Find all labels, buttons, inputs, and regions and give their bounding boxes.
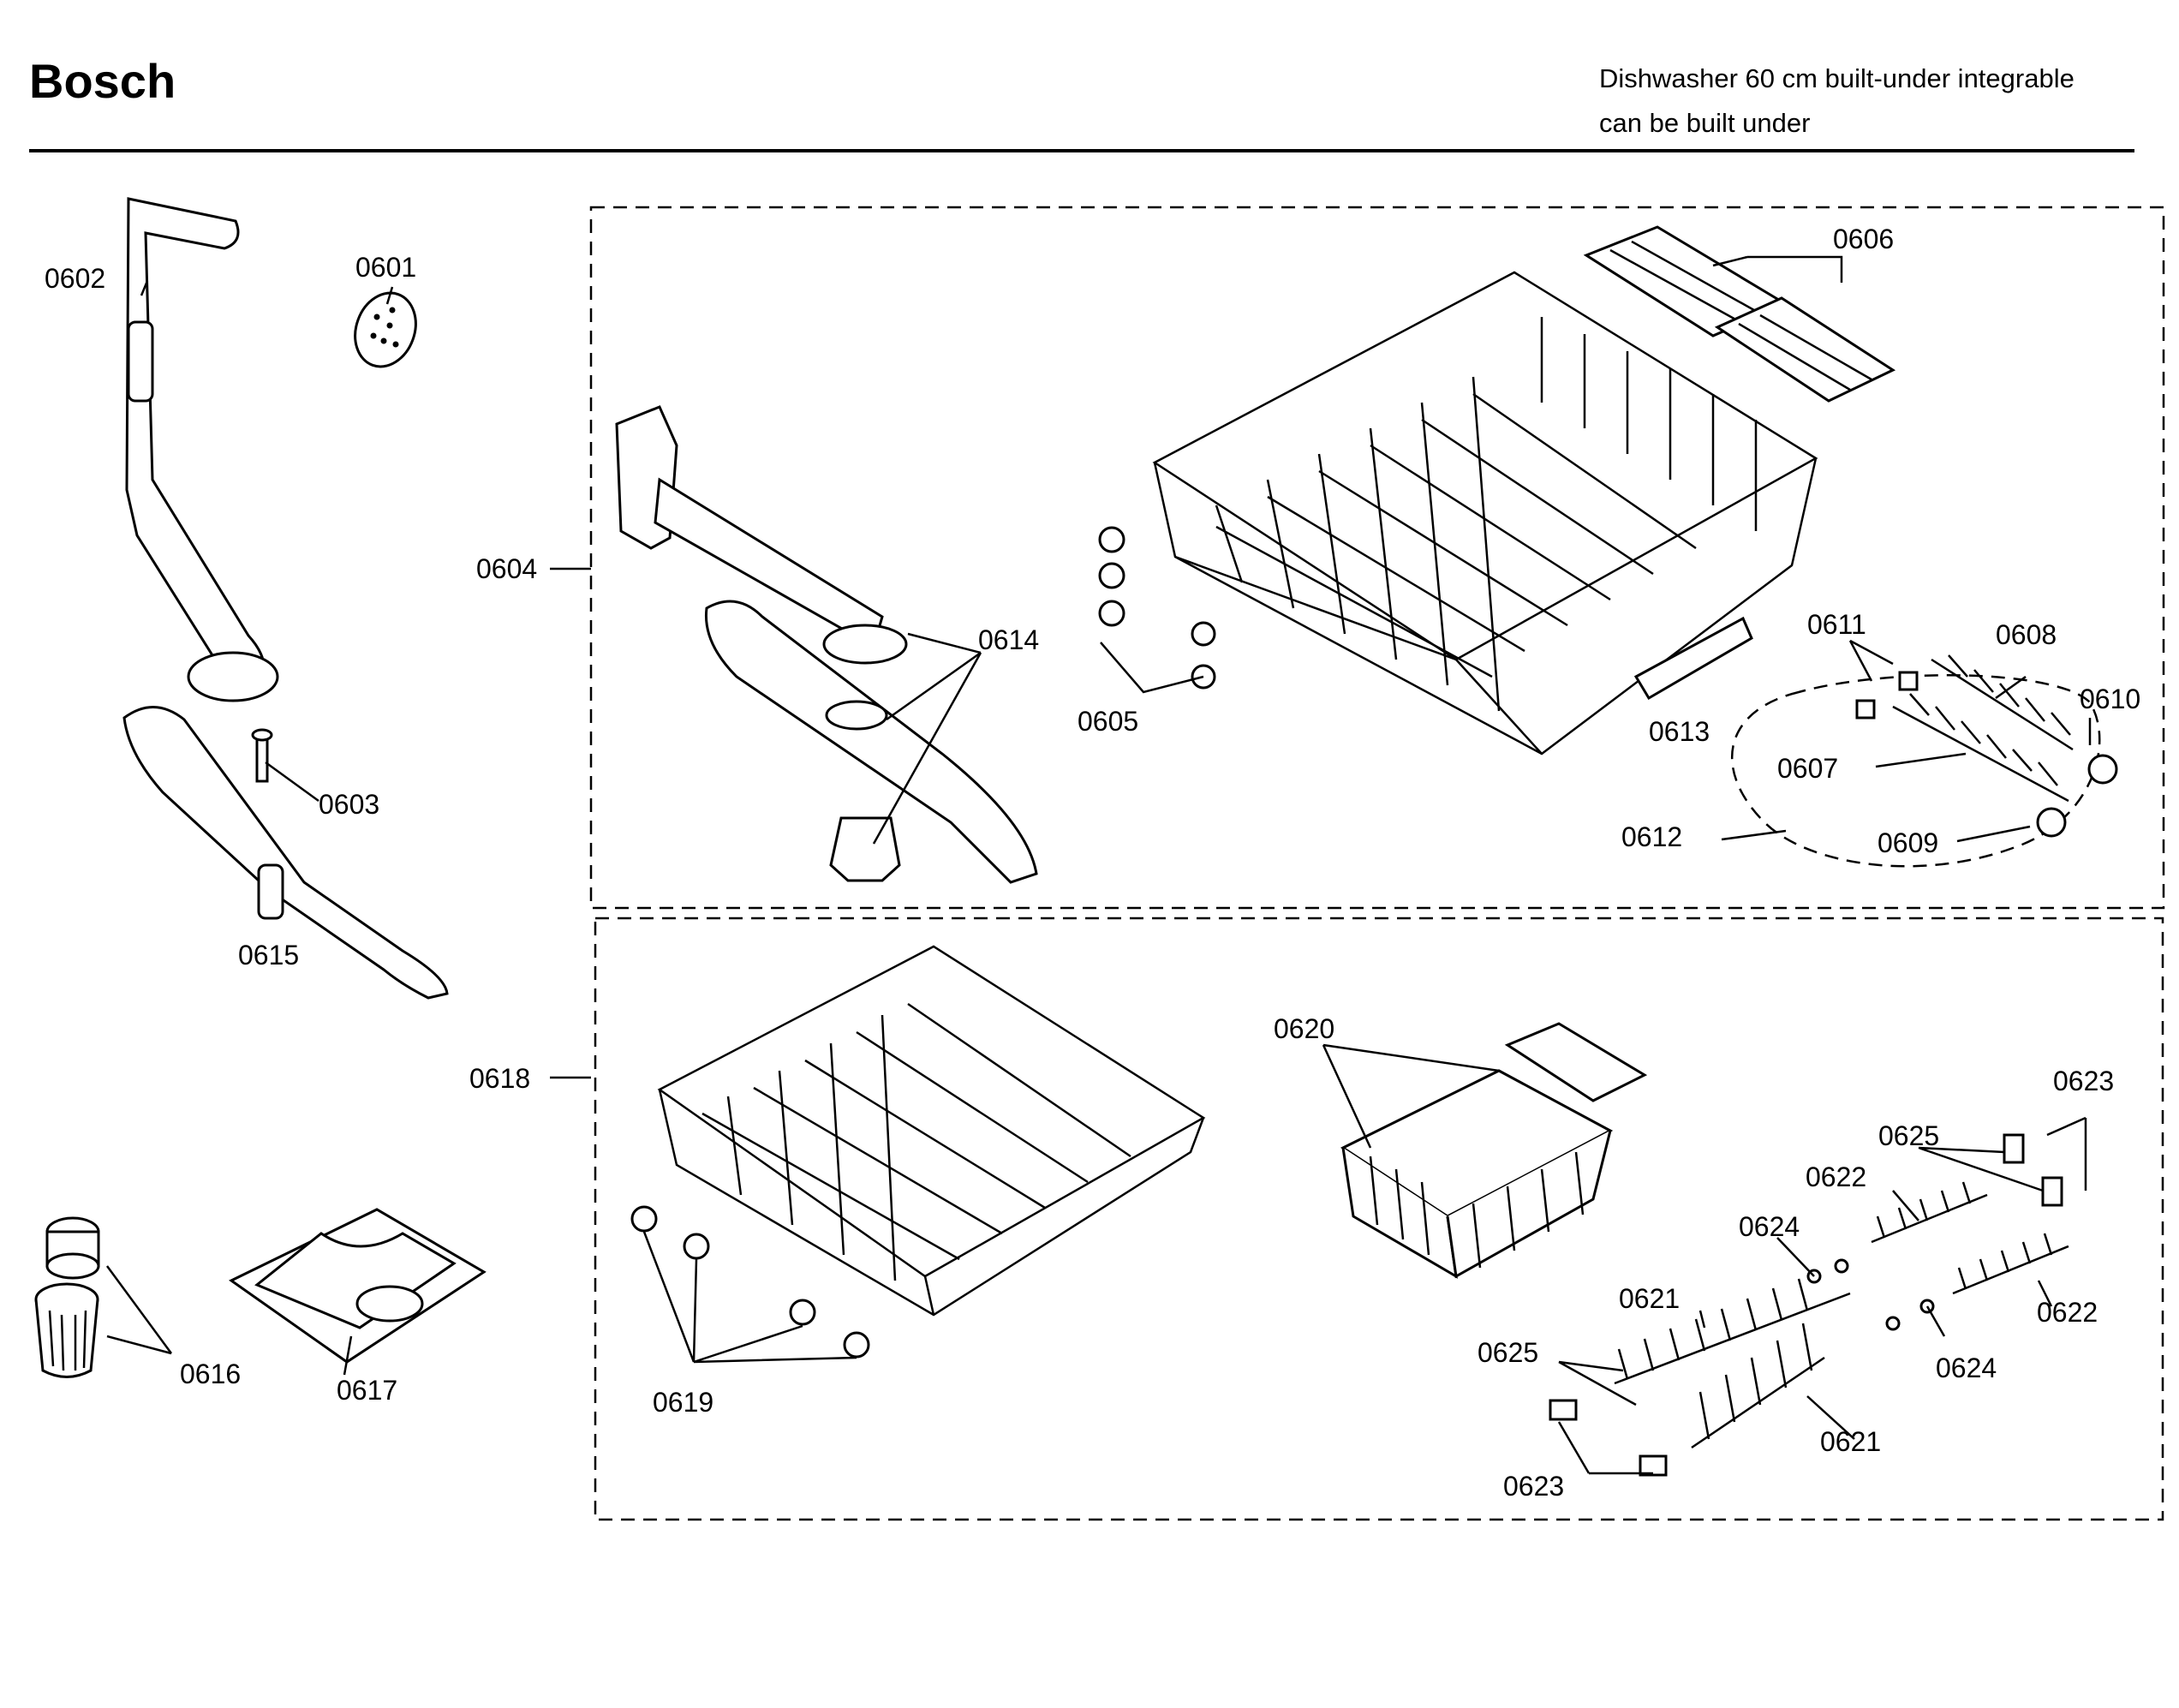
callout-0616: 0616 bbox=[180, 1359, 241, 1389]
upper-rollers-0605 bbox=[1098, 526, 1216, 690]
adjuster-knob-0609 bbox=[2036, 807, 2067, 838]
adjuster-knob-0610 bbox=[2087, 754, 2118, 785]
callout-0610: 0610 bbox=[2080, 684, 2140, 714]
callout-0621-lower: 0621 bbox=[1820, 1426, 1881, 1457]
callout-0621-upper: 0621 bbox=[1619, 1283, 1680, 1314]
callout-0622-upper: 0622 bbox=[1806, 1162, 1866, 1192]
callout-0611: 0611 bbox=[1807, 609, 1866, 640]
callout-0624-lower: 0624 bbox=[1936, 1353, 1997, 1383]
callout-0608: 0608 bbox=[1996, 619, 2057, 650]
tine-pins-0624 bbox=[1806, 1258, 1935, 1331]
lower-rack-assembly-box bbox=[594, 917, 2164, 1521]
callout-0619: 0619 bbox=[653, 1387, 713, 1418]
adjuster-strips-0607-0608 bbox=[1855, 654, 2074, 803]
product-description-line-2: can be built under bbox=[1599, 108, 1811, 138]
leader-lines bbox=[105, 255, 2092, 1475]
callout-0617: 0617 bbox=[337, 1375, 397, 1406]
callout-0614: 0614 bbox=[978, 624, 1039, 655]
callout-0612: 0612 bbox=[1621, 821, 1682, 852]
callout-0623-upper: 0623 bbox=[2053, 1066, 2114, 1096]
callout-0603: 0603 bbox=[319, 789, 379, 820]
callout-0622-lower: 0622 bbox=[2037, 1297, 2098, 1328]
screw-0603 bbox=[251, 728, 273, 783]
brand-title: Bosch bbox=[29, 54, 176, 108]
lower-spray-arm-0615 bbox=[122, 706, 449, 1000]
tine-clips-0623 bbox=[1549, 1133, 2063, 1477]
callout-labels: 0601 0602 0603 0604 0605 0606 0607 0608 … bbox=[45, 224, 2140, 1502]
callout-0607: 0607 bbox=[1777, 753, 1838, 784]
upper-rack-assembly-box bbox=[589, 206, 2165, 910]
upper-spray-assembly-0604 bbox=[615, 405, 1038, 884]
filter-cap-0601 bbox=[354, 291, 417, 368]
callout-0624-upper: 0624 bbox=[1739, 1211, 1800, 1242]
callout-0620: 0620 bbox=[1274, 1013, 1334, 1044]
product-description-line-1: Dishwasher 60 cm built-under integrable bbox=[1599, 63, 2075, 93]
callout-0602: 0602 bbox=[45, 263, 105, 294]
micro-filter-0616 bbox=[34, 1216, 100, 1378]
callout-0606: 0606 bbox=[1833, 224, 1894, 254]
flat-filter-0617 bbox=[229, 1208, 487, 1364]
callout-0618: 0618 bbox=[469, 1063, 530, 1094]
supply-pipe-0602 bbox=[125, 197, 279, 702]
lower-rollers-0619 bbox=[630, 1205, 870, 1359]
callout-0601: 0601 bbox=[355, 252, 416, 283]
lower-basket bbox=[657, 945, 1206, 1317]
cup-racks-0606 bbox=[1583, 225, 1896, 403]
callout-0625-upper: 0625 bbox=[1878, 1120, 1939, 1151]
header-rule bbox=[29, 149, 2134, 152]
callout-0623-lower: 0623 bbox=[1503, 1471, 1564, 1502]
callout-0604: 0604 bbox=[476, 553, 537, 584]
tine-rows-0622 bbox=[1871, 1181, 2069, 1295]
tine-rows-0621 bbox=[1614, 1278, 1851, 1449]
upper-basket bbox=[1152, 271, 1818, 755]
callout-0609: 0609 bbox=[1878, 827, 1938, 858]
rack-adjuster-group-outline bbox=[1731, 674, 2101, 868]
callout-0625-lower: 0625 bbox=[1478, 1337, 1538, 1368]
cutlery-basket-0620 bbox=[1340, 1022, 1648, 1279]
rack-handle-0613 bbox=[1633, 616, 1753, 701]
product-description: Dishwasher 60 cm built-under integrable … bbox=[1599, 57, 2075, 146]
callout-0605: 0605 bbox=[1078, 706, 1138, 737]
callout-0615: 0615 bbox=[238, 940, 299, 970]
callout-0613: 0613 bbox=[1649, 716, 1710, 747]
